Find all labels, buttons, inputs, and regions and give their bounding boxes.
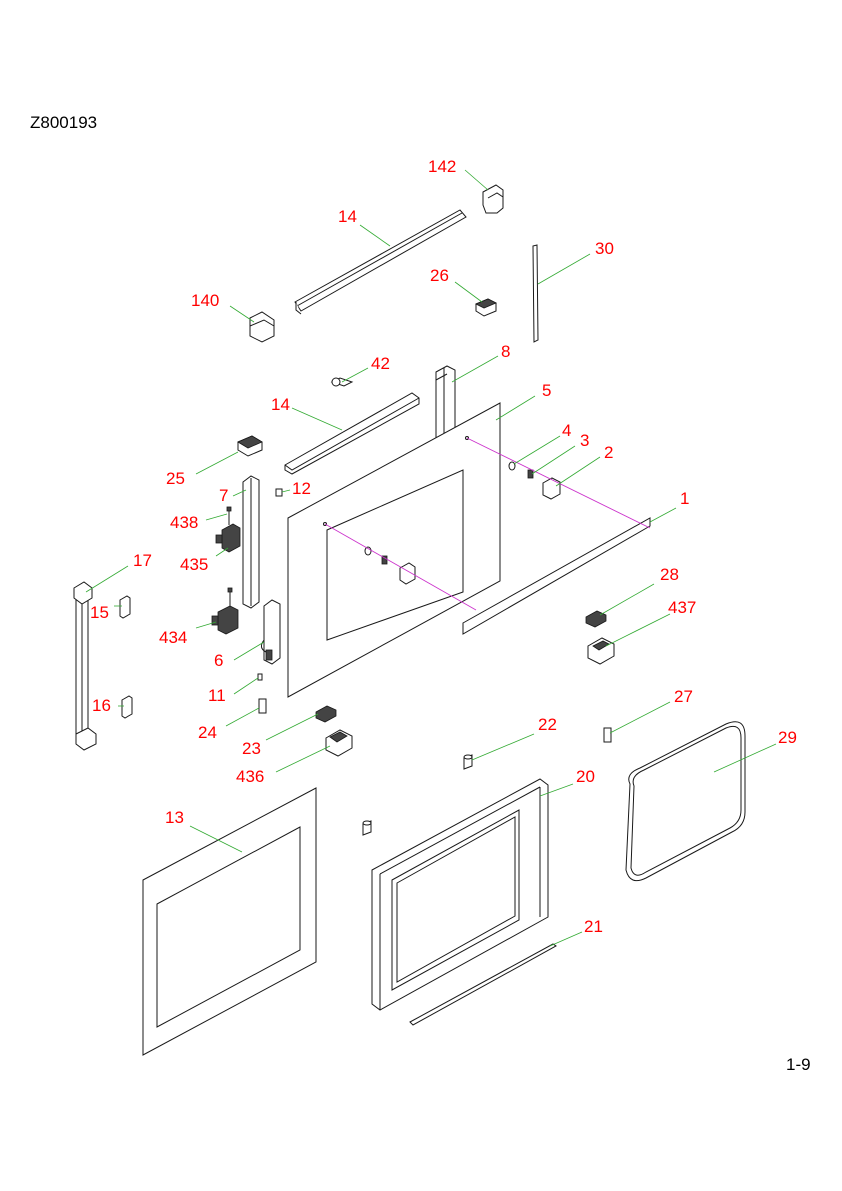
callout-16: 16: [92, 696, 111, 715]
part-29-glass: [625, 721, 746, 882]
part-11-small-clip: [257, 673, 263, 681]
part-22-pin: [463, 754, 473, 770]
part-1-bottom-bar: [462, 517, 651, 635]
part-13-outer-glass: [142, 787, 317, 1056]
callout-14-middle: 14: [271, 395, 290, 414]
callout-437: 437: [668, 598, 696, 617]
part-437-block: [587, 637, 615, 665]
callout-4: 4: [562, 421, 571, 440]
callout-24: 24: [198, 723, 217, 742]
part-20-door-frame: [371, 778, 549, 1011]
part-6-hinge-arm: [260, 599, 281, 665]
assembly-axis-lines: [324, 437, 651, 611]
callout-25: 25: [166, 469, 185, 488]
callout-20: 20: [576, 767, 595, 786]
callout-434: 434: [159, 628, 187, 647]
part-28-clip: [585, 610, 607, 628]
part-15-bracket: [119, 595, 131, 619]
callout-140: 140: [191, 291, 219, 310]
part-140-end-cap: [249, 311, 275, 343]
part-5-inner-panel: [287, 402, 501, 698]
part-pin: [362, 820, 372, 836]
callout-17: 17: [133, 551, 152, 570]
callout-2: 2: [604, 443, 613, 462]
document-id: Z800193: [30, 113, 98, 132]
callout-13: 13: [165, 808, 184, 827]
part-4-washer: [508, 461, 516, 471]
callout-23: 23: [242, 739, 261, 758]
callout-27: 27: [674, 687, 693, 706]
callout-21: 21: [584, 917, 603, 936]
callout-11: 11: [208, 686, 226, 705]
part-17-side-frame: [73, 581, 97, 751]
part-14-middle-trim: [284, 392, 420, 475]
callout-12: 12: [292, 479, 311, 498]
callout-22: 22: [538, 715, 557, 734]
part-24-clip: [258, 698, 267, 714]
part-21-strip: [409, 943, 557, 1026]
callout-5: 5: [542, 381, 551, 400]
part-142-end-cap: [482, 184, 504, 214]
callout-7: 7: [219, 486, 228, 505]
callout-438: 438: [170, 513, 198, 532]
part-2-block: [542, 477, 561, 500]
part-left-hardware: [364, 546, 416, 585]
part-3-spacer: [527, 469, 534, 479]
callout-1: 1: [680, 489, 689, 508]
callout-8: 8: [501, 342, 510, 361]
callout-3: 3: [580, 431, 589, 450]
part-434-hinge: [211, 605, 239, 635]
callout-30: 30: [595, 239, 614, 258]
leader-lines: [85, 169, 777, 947]
part-27-clip: [603, 727, 612, 743]
part-26-cap: [475, 298, 497, 317]
part-30-gasket: [532, 244, 539, 343]
part-16-bracket: [121, 695, 133, 719]
callout-26: 26: [430, 266, 449, 285]
part-8-bracket: [435, 365, 456, 443]
callout-435: 435: [180, 555, 208, 574]
callout-42: 42: [371, 354, 390, 373]
callout-142: 142: [428, 157, 456, 176]
callout-labels: 142 14 140 26 30 42 8 14 5 4 3 2 25 7 12…: [90, 157, 797, 936]
part-436-block: [325, 729, 353, 757]
callout-6: 6: [214, 651, 223, 670]
part-23-clip: [315, 705, 337, 723]
part-12-clip: [275, 488, 283, 497]
callout-28: 28: [660, 565, 679, 584]
part-435-hinge: [215, 523, 241, 553]
part-7-hinge-channel: [242, 475, 260, 609]
callout-436: 436: [236, 767, 264, 786]
page-number: 1-9: [786, 1055, 811, 1074]
part-25-cap: [237, 435, 263, 457]
callout-29: 29: [778, 728, 797, 747]
part-14-top-trim: [294, 209, 467, 315]
part-438-screw: [226, 506, 233, 606]
callout-14-top: 14: [338, 207, 357, 226]
callout-15: 15: [90, 603, 109, 622]
